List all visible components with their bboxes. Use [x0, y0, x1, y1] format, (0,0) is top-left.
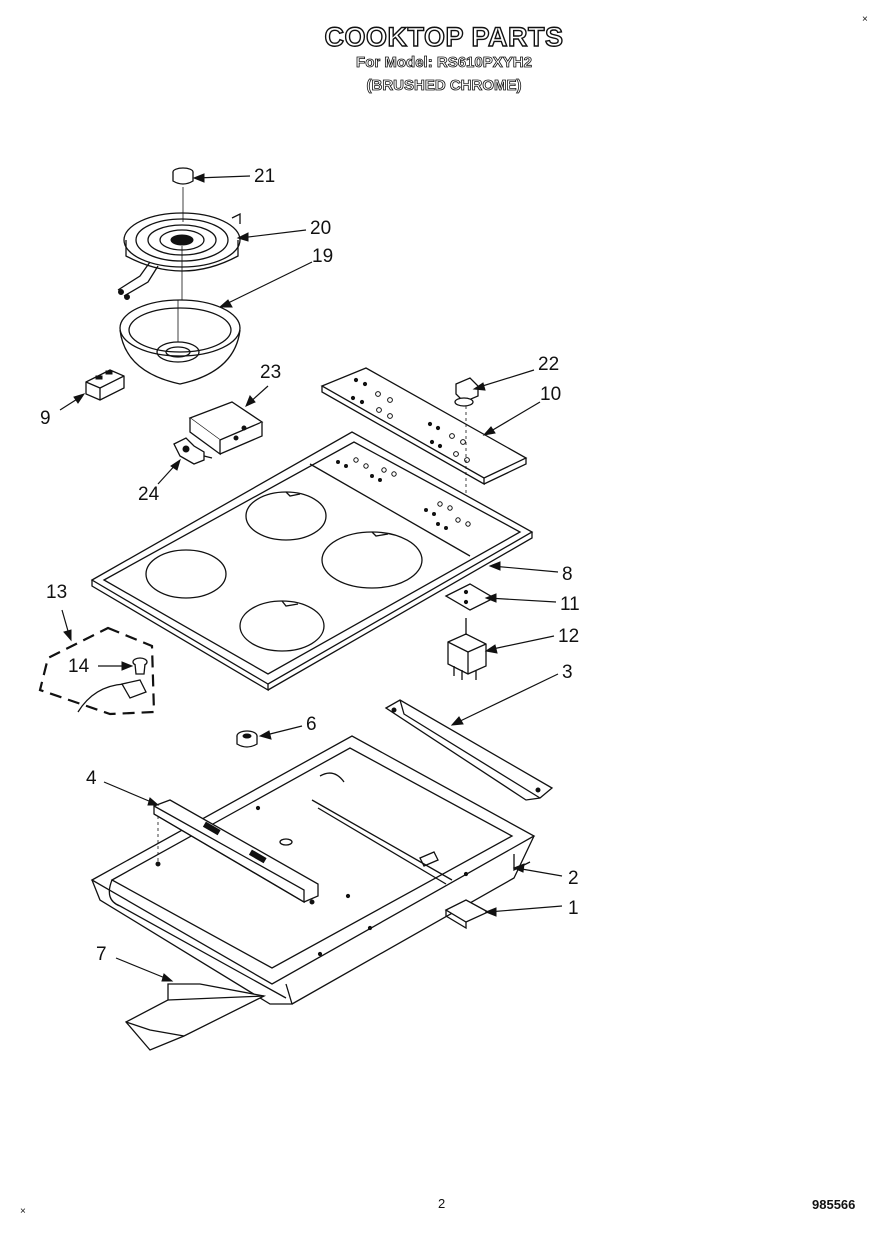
part-3-bracket [384, 699, 554, 801]
part-1-clip [444, 899, 490, 930]
part-8-cooktop-top [90, 431, 534, 692]
callout-23: 23 [260, 362, 281, 383]
part-20-surface-element [117, 212, 241, 300]
callout-19: 19 [312, 246, 333, 267]
part-22-knob [454, 377, 479, 530]
part-7-channel [124, 983, 267, 1051]
part-10-control-panel [320, 367, 528, 486]
callout-8: 8 [562, 564, 573, 585]
part-19-drip-bowl [119, 299, 241, 385]
page-number: 2 [438, 1196, 446, 1211]
callout-7: 7 [96, 944, 107, 965]
callout-2: 2 [568, 868, 579, 889]
part-4-brace [153, 799, 319, 905]
model-line: For Model: RS610PXYH2 [356, 54, 533, 72]
part-11-plate [444, 583, 496, 611]
part-13-kit [38, 626, 156, 716]
callout-4: 4 [86, 768, 97, 789]
leader-lines [59, 173, 563, 982]
part-12-infinite-switch [447, 618, 487, 680]
part-21-cap [172, 167, 194, 222]
part-24-terminal [173, 437, 213, 465]
part-23-bracket [188, 401, 264, 456]
corner-mark-top-right: × [862, 14, 868, 25]
finish-line: (BRUSHED CHROME) [366, 77, 522, 95]
callout-numbers: 21 20 19 9 23 24 22 10 8 11 12 13 14 6 3… [40, 166, 580, 965]
part-14-screw [132, 657, 148, 675]
callout-14: 14 [68, 656, 90, 677]
callout-20: 20 [310, 218, 331, 239]
callout-11: 11 [560, 594, 580, 615]
callout-21: 21 [254, 166, 275, 187]
corner-mark-bottom-left: × [20, 1206, 26, 1217]
callout-9: 9 [40, 408, 51, 429]
part-2-burner-box [90, 735, 536, 1005]
callout-1: 1 [568, 898, 579, 919]
callout-13: 13 [46, 582, 67, 603]
callout-22: 22 [538, 354, 559, 375]
page-title: COOKTOP PARTS [324, 21, 564, 52]
part-6-grommet [236, 730, 258, 748]
callout-3: 3 [562, 662, 573, 683]
part-9-receptacle [85, 369, 125, 401]
callout-12: 12 [558, 626, 579, 647]
callout-10: 10 [540, 384, 561, 405]
callout-6: 6 [306, 714, 317, 735]
document-number: 985566 [812, 1197, 856, 1212]
callout-24: 24 [138, 484, 160, 505]
